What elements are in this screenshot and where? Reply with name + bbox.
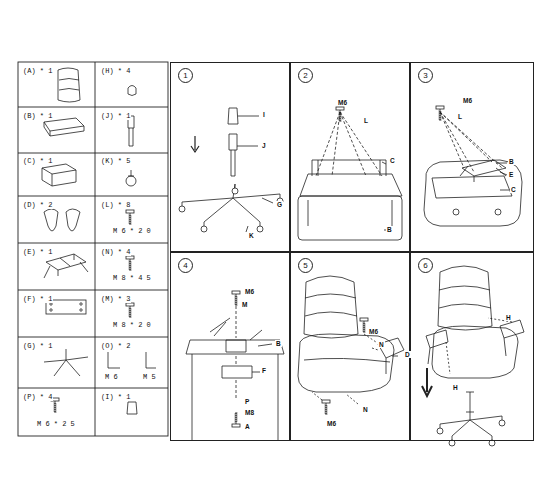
- step-panel: 3: [410, 62, 534, 252]
- part-callout: A: [244, 423, 251, 430]
- part-callout: L: [363, 117, 369, 124]
- part-count: (B) * 1: [22, 112, 53, 120]
- part-callout: J: [261, 142, 267, 149]
- part-callout: B: [508, 158, 515, 165]
- part-count: (A) * 1: [22, 67, 53, 75]
- part-count: (C) * 1: [22, 157, 53, 165]
- part-count: M 6: [104, 373, 119, 381]
- part-callout: M6: [462, 97, 473, 104]
- step1-figure: [182, 108, 280, 232]
- part-callout: H: [505, 314, 512, 321]
- part-count: M 8 * 4 5: [112, 274, 152, 282]
- part-callout: C: [510, 186, 517, 193]
- part-count: (J) * 1: [100, 112, 131, 120]
- part-callout: G: [276, 201, 283, 208]
- part-count: (E) * 1: [22, 248, 53, 256]
- part-callout: P: [244, 398, 250, 405]
- part-callout: F: [261, 367, 267, 374]
- part-count: (K) * 5: [100, 157, 131, 165]
- part-callout: B: [275, 340, 282, 347]
- part-callout: M6: [244, 288, 255, 295]
- part-callout: D: [404, 351, 411, 358]
- part-callout: B: [386, 226, 393, 233]
- parts-table: [18, 62, 168, 436]
- part-count: (L) * 8: [100, 201, 131, 209]
- step-number: 3: [418, 68, 433, 83]
- part-callout: M: [241, 301, 248, 308]
- part-count: (I) * 1: [100, 393, 131, 401]
- part-callout: H: [452, 384, 459, 391]
- part-callout: N: [362, 406, 369, 413]
- step-number: 4: [178, 258, 193, 273]
- step5-figure: [298, 276, 404, 404]
- part-count: (M) * 3: [100, 295, 131, 303]
- step-panel: 5: [290, 252, 410, 441]
- part-count: (O) * 2: [100, 342, 131, 350]
- step-number: 6: [418, 258, 433, 273]
- part-callout: N: [378, 341, 385, 348]
- part-count: (P) * 4: [22, 393, 53, 401]
- step-number: 5: [298, 258, 313, 273]
- step-number: 1: [178, 68, 193, 83]
- part-count: M 8 * 2 0: [112, 321, 152, 329]
- step2-figure: [298, 112, 402, 240]
- part-count: (H) * 4: [100, 67, 131, 75]
- step6-figure: [422, 266, 524, 436]
- part-count: M 6 * 2 0: [112, 227, 152, 235]
- step-number: 2: [298, 68, 313, 83]
- step-panel: 4: [170, 252, 290, 441]
- part-count: (D) * 2: [22, 201, 53, 209]
- part-count: M 5: [142, 373, 157, 381]
- part-count: M 6 * 2 5: [36, 420, 76, 428]
- part-callout: K: [248, 232, 255, 239]
- part-callout: L: [457, 113, 463, 120]
- step-panel: 6: [410, 252, 534, 441]
- part-icons: [42, 68, 156, 414]
- part-callout: C: [389, 157, 396, 164]
- step-panel: 1: [170, 62, 290, 252]
- part-callout: M6: [337, 99, 348, 106]
- part-callout: I: [262, 111, 266, 118]
- part-count: (G) * 1: [22, 342, 53, 350]
- part-callout: M8: [244, 409, 255, 416]
- step3-figure: [424, 112, 522, 226]
- part-count: (N) * 4: [100, 248, 131, 256]
- part-callout: E: [508, 171, 514, 178]
- part-count: (F) * 1: [22, 295, 53, 303]
- part-callout: M6: [326, 420, 337, 427]
- step4-figure: [186, 306, 284, 440]
- part-callout: M6: [368, 328, 379, 335]
